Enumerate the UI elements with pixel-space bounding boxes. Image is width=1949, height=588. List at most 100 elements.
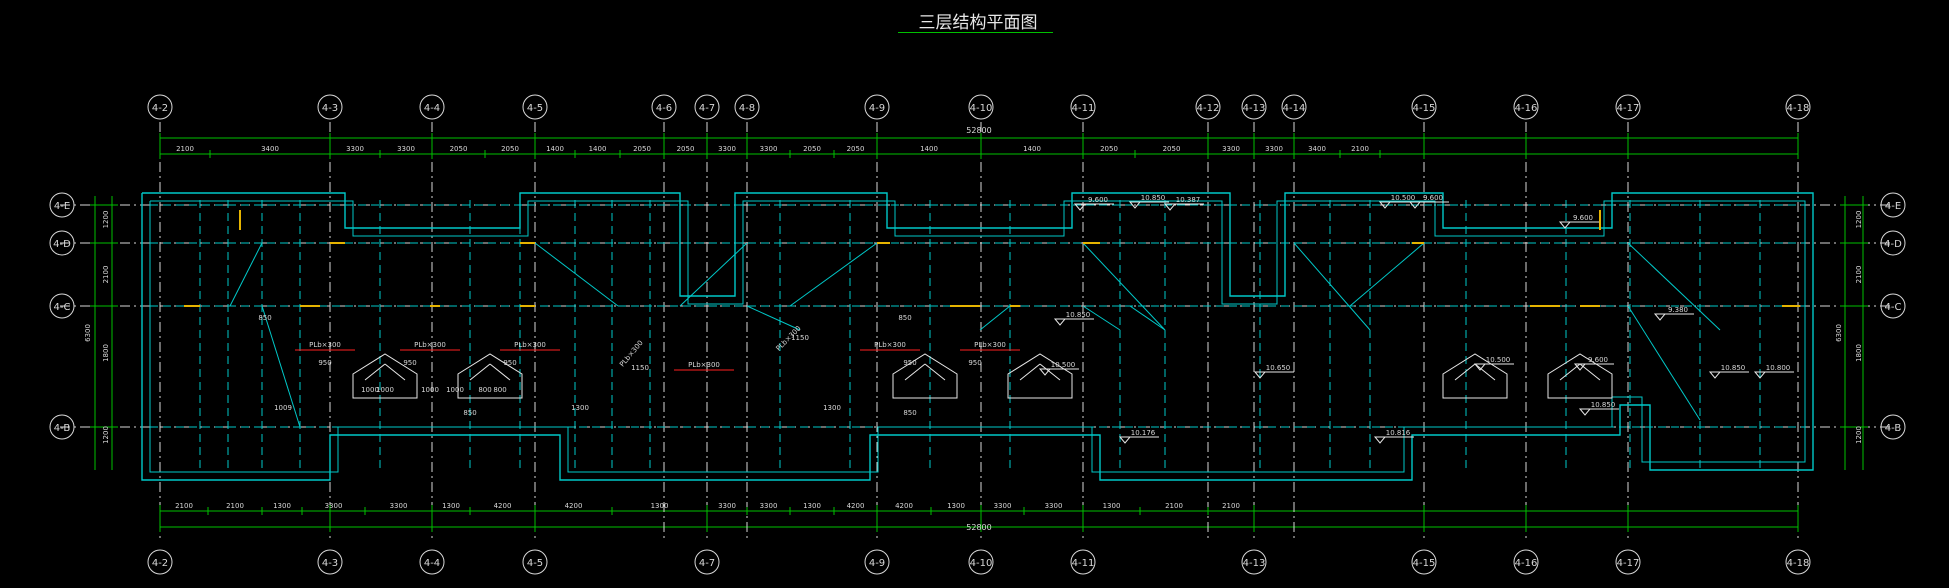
axis-bubble-top [734,94,760,120]
elevation-value: 9.600 [1423,194,1443,202]
elevation-value: 10.850 [1141,194,1166,202]
elevation-marker [1653,313,1667,321]
dim-text-right: 1200 [1855,211,1863,229]
dim-text-right: 2100 [1855,266,1863,284]
building-outline-inner [149,200,1806,473]
elevation-value: 9.600 [1088,196,1108,204]
dim-text-top: 3400 [261,145,279,153]
axis-bubble-top [147,94,173,120]
axis-bubble-top [694,94,720,120]
axis-bubble-top [1411,94,1437,120]
small-dimension: 1000 [361,386,379,394]
stair-diagonal [261,305,301,428]
small-dimension: 950 [403,359,416,367]
dim-text-left: 1200 [102,211,110,229]
dim-text-bottom: 4200 [895,502,913,510]
elevation-value: 10.850 [1066,311,1091,319]
axis-bubble-bottom [968,549,994,575]
dim-text-bottom: 2100 [226,502,244,510]
axis-bubble-right [1880,293,1906,319]
axis-bubble-right [1880,192,1906,218]
dim-text-bottom: 1300 [442,502,460,510]
axis-label-right: 4-D [1884,239,1902,250]
dim-text-top: 3300 [397,145,415,153]
roof-hip [924,363,946,381]
axis-bubble-top [651,94,677,120]
axis-label-top: 4-15 [1413,103,1436,114]
small-dimension: 950 [503,359,516,367]
dim-text-left: 1800 [102,344,110,362]
elevation-value: 9.600 [1573,214,1593,222]
stair-diagonal [1293,242,1371,331]
axis-label-bottom: 4-16 [1515,558,1538,569]
axis-label-left: 4-E [54,201,70,212]
elevation-value: 10.650 [1266,364,1291,372]
dim-text-top: 2100 [176,145,194,153]
stair-diagonal [229,242,263,307]
dim-text-top: 3300 [1265,145,1283,153]
dim-text-top: 2050 [1163,145,1181,153]
axis-bubble-top [1615,94,1641,120]
dim-text-left: 1200 [102,426,110,444]
dim-text-bottom: 3300 [1045,502,1063,510]
axis-label-top: 4-11 [1072,103,1095,114]
dim-text-top: 2050 [1100,145,1118,153]
roof-hip [384,363,406,381]
axis-label-top: 4-12 [1197,103,1220,114]
axis-label-bottom: 4-5 [527,558,543,569]
small-dimension: 1000 [421,386,439,394]
stair-diagonal [789,242,878,307]
axis-label-bottom: 4-18 [1787,558,1810,569]
axis-label-top: 4-9 [869,103,885,114]
roof-hip [1039,363,1061,381]
axis-bubble-top [317,94,343,120]
dim-text-bottom: 3300 [390,502,408,510]
dim-text-bottom: 4200 [494,502,512,510]
axis-label-bottom: 4-10 [970,558,993,569]
roof-symbol [892,353,958,399]
axis-label-right: 4-E [1885,201,1901,212]
elevation-value: 10.500 [1486,356,1511,364]
axis-bubble-bottom [1615,549,1641,575]
axis-label-top: 4-17 [1617,103,1640,114]
axis-label-bottom: 4-9 [869,558,885,569]
axis-label-bottom: 4-15 [1413,558,1436,569]
elevation-value: 9.380 [1668,306,1688,314]
small-dimension: 850 [258,314,271,322]
axis-bubble-right [1880,414,1906,440]
small-dimension: 800 [478,386,491,394]
axis-bubble-left [49,192,75,218]
stair-diagonal [979,305,1011,331]
small-dimension: 1000 [446,386,464,394]
title-underline [898,32,1053,33]
axis-bubble-top [419,94,445,120]
stair-diagonal [1082,242,1166,331]
dim-text-bottom: 1300 [947,502,965,510]
roof-hip [904,363,926,381]
elevation-value: 9.600 [1588,356,1608,364]
dim-text-left: 2100 [102,266,110,284]
small-dimension: 1009 [274,404,292,412]
dim-text-top: 2050 [803,145,821,153]
axis-bubble-top [1195,94,1221,120]
building-outline-outer [141,192,1814,481]
elevation-value: 10.500 [1391,194,1416,202]
dim-text-bottom: 1300 [651,502,669,510]
dim-text-top: 2050 [847,145,865,153]
axis-bubble-bottom [1513,549,1539,575]
axis-label-left: 4-B [54,423,71,434]
elevation-marker [1118,436,1132,444]
axis-bubble-top [1281,94,1307,120]
axis-label-bottom: 4-13 [1243,558,1266,569]
dim-text-top: 2050 [677,145,695,153]
dim-text-top: 3300 [1222,145,1240,153]
axis-bubble-top [522,94,548,120]
axis-label-top: 4-8 [739,103,755,114]
dim-text-right: 1800 [1855,344,1863,362]
dim-text-bottom: 3300 [760,502,778,510]
axis-bubble-top [1513,94,1539,120]
axis-bubble-bottom [694,549,720,575]
axis-bubble-top [968,94,994,120]
axis-label-bottom: 4-3 [322,558,338,569]
stair-diagonal [534,242,619,307]
